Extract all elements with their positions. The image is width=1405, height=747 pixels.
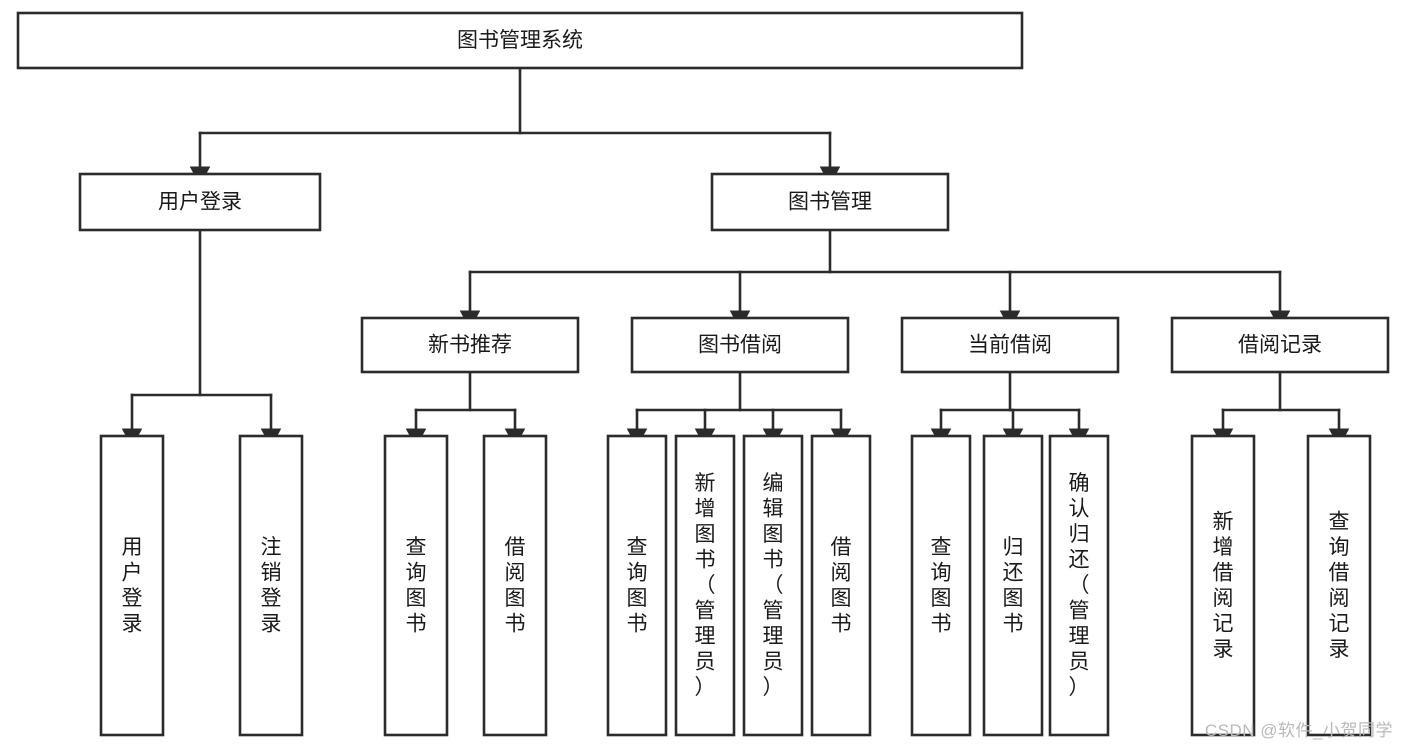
node-user-login[interactable]: 用户登录 (78, 172, 322, 232)
node-box (1190, 434, 1256, 737)
node-box (482, 434, 548, 737)
node-label: 归还图书 (1003, 536, 1024, 636)
node-box (238, 434, 304, 737)
node-box (606, 434, 668, 737)
node-box (742, 434, 804, 737)
node-book-borrow[interactable]: 图书借阅 (630, 316, 850, 374)
node-label: 借阅图书 (831, 536, 852, 636)
node-leaf-add-book[interactable]: 新增图书（管理员） (674, 434, 736, 737)
node-label: 图书借阅 (698, 334, 782, 357)
node-label: 新书推荐 (428, 334, 512, 357)
node-box (1170, 316, 1390, 374)
node-label: 编辑图书（管理员） (763, 472, 784, 699)
node-leaf-query-borrow-record[interactable]: 查询借阅记录 (1306, 434, 1372, 737)
node-leaf-borrow-book-2[interactable]: 借阅图书 (810, 434, 872, 737)
node-box (810, 434, 872, 737)
node-box (900, 316, 1120, 374)
nodes-layer: 图书管理系统用户登录图书管理新书推荐图书借阅当前借阅借阅记录用户登录注销登录查询… (16, 11, 1390, 737)
node-leaf-add-borrow-record[interactable]: 新增借阅记录 (1190, 434, 1256, 737)
node-root[interactable]: 图书管理系统 (16, 11, 1024, 70)
node-label: 图书管理系统 (457, 29, 583, 52)
node-label: 当前借阅 (968, 334, 1052, 357)
node-box (383, 434, 449, 737)
node-label: 查询图书 (627, 536, 648, 636)
node-box (982, 434, 1044, 737)
node-box (1048, 434, 1110, 737)
node-label: 新增图书（管理员） (695, 472, 716, 699)
node-label: 用户登录 (158, 191, 242, 214)
node-label: 注销登录 (261, 536, 282, 636)
node-label: 用户登录 (122, 536, 143, 636)
node-new-book-recommend[interactable]: 新书推荐 (360, 316, 580, 374)
node-box (1306, 434, 1372, 737)
node-label: 查询图书 (406, 536, 427, 636)
node-label: 查询借阅记录 (1329, 510, 1350, 661)
node-box (16, 11, 1024, 70)
node-label: 借阅记录 (1238, 334, 1322, 357)
node-label: 查询图书 (931, 536, 952, 636)
node-box (630, 316, 850, 374)
node-box (360, 316, 580, 374)
node-leaf-user-logout[interactable]: 注销登录 (238, 434, 304, 737)
node-label: 图书管理 (788, 191, 872, 214)
edges-layer (121, 66, 1350, 448)
node-box (99, 434, 165, 737)
node-leaf-query-book-3[interactable]: 查询图书 (910, 434, 972, 737)
node-label: 借阅图书 (505, 536, 526, 636)
node-borrow-record[interactable]: 借阅记录 (1170, 316, 1390, 374)
node-box (674, 434, 736, 737)
node-leaf-edit-book[interactable]: 编辑图书（管理员） (742, 434, 804, 737)
node-leaf-return-book[interactable]: 归还图书 (982, 434, 1044, 737)
node-book-manage[interactable]: 图书管理 (710, 172, 950, 232)
node-label: 确认归还（管理员） (1069, 472, 1090, 699)
node-box (78, 172, 322, 232)
node-leaf-user-login[interactable]: 用户登录 (99, 434, 165, 737)
node-label: 新增借阅记录 (1213, 510, 1234, 661)
node-leaf-confirm-return[interactable]: 确认归还（管理员） (1048, 434, 1110, 737)
watermark-label: CSDN @软件_小贺同学 (1204, 721, 1393, 740)
node-leaf-borrow-book-1[interactable]: 借阅图书 (482, 434, 548, 737)
node-leaf-query-book-1[interactable]: 查询图书 (383, 434, 449, 737)
node-box (910, 434, 972, 737)
node-current-borrow[interactable]: 当前借阅 (900, 316, 1120, 374)
node-leaf-query-book-2[interactable]: 查询图书 (606, 434, 668, 737)
node-box (710, 172, 950, 232)
